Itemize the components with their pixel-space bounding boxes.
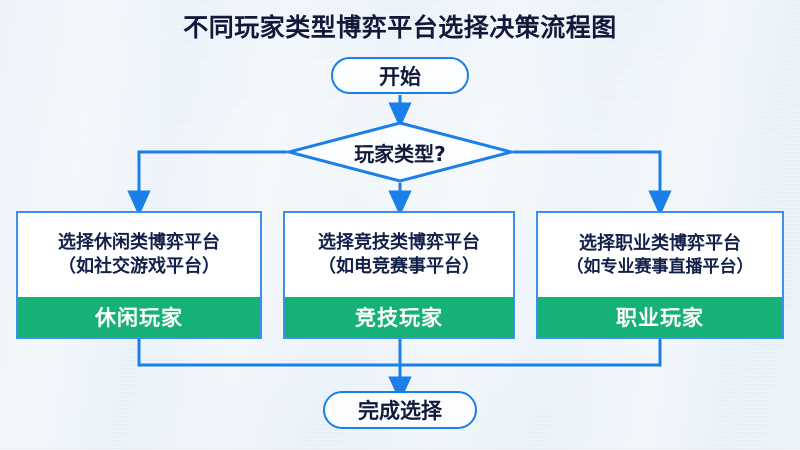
option-title: 选择竞技类博弈平台 (318, 232, 480, 254)
node-decision[interactable]: 玩家类型? (287, 121, 513, 183)
edge-decision-to-option-2 (513, 150, 672, 217)
node-end-label: 完成选择 (358, 399, 442, 423)
edge-decision-to-option-0 (127, 150, 287, 217)
option-tag-badge: 竞技玩家 (285, 297, 513, 337)
option-card-body: 选择职业类博弈平台 （如专业赛事直播平台） (538, 213, 782, 297)
option-subtitle: （如电竞赛事平台） (318, 256, 480, 277)
node-start[interactable]: 开始 (331, 57, 469, 94)
option-title: 选择休闲类博弈平台 (58, 232, 220, 254)
option-card-body: 选择休闲类博弈平台 （如社交游戏平台） (18, 213, 260, 297)
node-decision-label: 玩家类型? (354, 141, 446, 166)
node-end[interactable]: 完成选择 (323, 391, 477, 429)
page-title: 不同玩家类型博弈平台选择决策流程图 (183, 13, 617, 42)
option-tag-badge: 职业玩家 (538, 297, 782, 337)
option-subtitle: （如社交游戏平台） (58, 256, 220, 277)
option-card-professional[interactable]: 选择职业类博弈平台 （如专业赛事直播平台） 职业玩家 (536, 211, 784, 339)
option-card-casual[interactable]: 选择休闲类博弈平台 （如社交游戏平台） 休闲玩家 (16, 211, 262, 339)
option-card-body: 选择竞技类博弈平台 （如电竞赛事平台） (285, 213, 513, 297)
diamond-shape (287, 121, 513, 183)
option-title: 选择职业类博弈平台 (579, 232, 741, 254)
option-card-competitive[interactable]: 选择竞技类博弈平台 （如电竞赛事平台） 竞技玩家 (283, 211, 515, 339)
option-tag-badge: 休闲玩家 (18, 297, 260, 337)
option-subtitle: （如专业赛事直播平台） (566, 256, 754, 277)
node-start-label: 开始 (379, 64, 421, 89)
